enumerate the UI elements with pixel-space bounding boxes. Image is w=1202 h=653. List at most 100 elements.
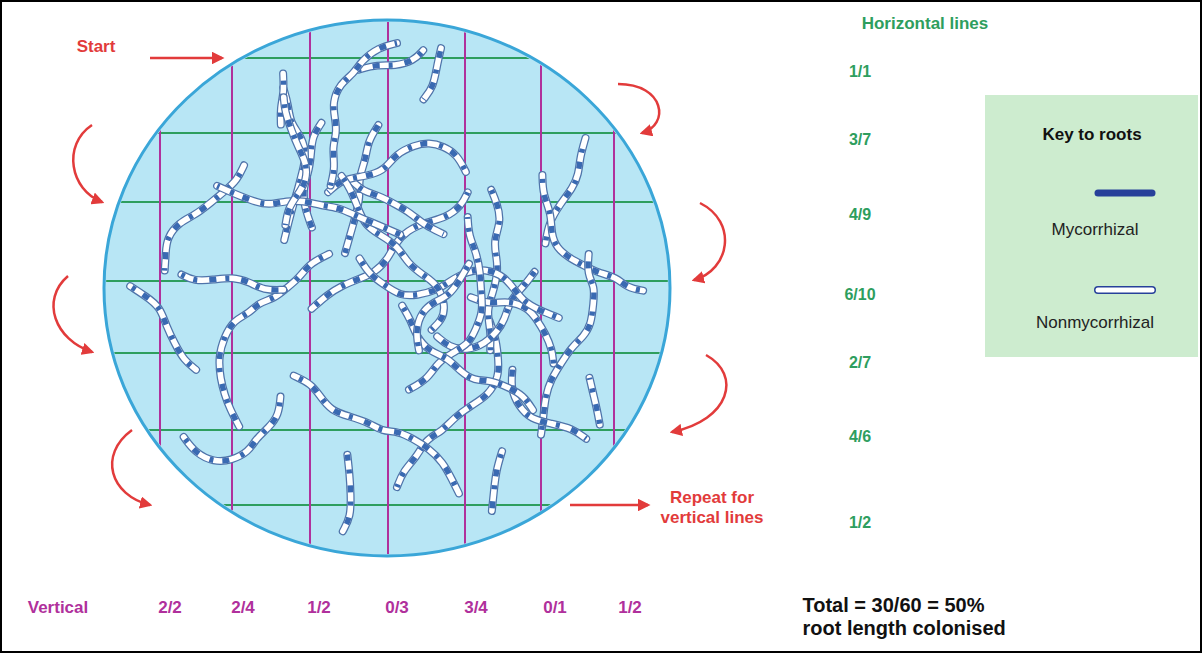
vertical-gridline: [613, 15, 615, 560]
root: [409, 217, 482, 390]
legend-panel: [985, 95, 1198, 357]
root-body: [423, 48, 441, 99]
root: [343, 455, 351, 532]
count-fraction: 1/2: [307, 598, 331, 618]
root-colonised-segments: [492, 451, 502, 511]
count-fraction: 1/2: [618, 598, 642, 618]
mycorrhizal-swatch: [1098, 190, 1152, 197]
root-colonised-segments: [589, 378, 599, 425]
root-colonised-segments: [284, 97, 307, 225]
nonmycorrhizal-swatch-outline: [1098, 286, 1152, 294]
count-fraction: 4/6: [849, 428, 871, 446]
turn-arrow: [672, 355, 726, 432]
legend-entry: Mycorrhizal: [1052, 220, 1139, 240]
root-outline: [181, 275, 283, 290]
vertical-gridline: [540, 15, 542, 560]
root-colonised-segments: [409, 217, 482, 390]
root-colonised-segments: [217, 186, 400, 235]
root-colonised-segments: [360, 258, 559, 317]
vertical-gridline: [309, 15, 311, 560]
root-outline: [284, 97, 307, 225]
root-colonised-segments: [130, 286, 196, 370]
root-colonised-segments: [184, 396, 281, 461]
root-outline: [409, 217, 482, 390]
turn-arrow: [694, 203, 725, 280]
start-arrow: [150, 57, 222, 60]
result-total: Total = 30/60 = 50% root length colonise…: [803, 594, 1018, 640]
root-colonised-segments: [423, 48, 441, 99]
count-fraction: 1/1: [849, 63, 871, 81]
root: [217, 186, 400, 235]
root: [423, 48, 441, 99]
count-fraction: 6/10: [844, 286, 875, 304]
count-fraction: 3/7: [849, 131, 871, 149]
root: [512, 370, 586, 439]
root-colonised-segments: [181, 275, 283, 290]
root-outline: [423, 48, 441, 99]
root-colonised-segments: [294, 376, 459, 494]
start-label: Start: [77, 37, 116, 57]
legend-heading: Key to roots: [1042, 125, 1141, 145]
root-body: [331, 43, 397, 185]
root: [360, 258, 559, 317]
root-outline: [492, 451, 502, 511]
root-body: [409, 217, 482, 390]
root-body: [130, 286, 196, 370]
root-outline: [512, 370, 586, 439]
count-fraction: 4/9: [849, 206, 871, 224]
axis-heading: Vertical: [28, 598, 89, 618]
root-body: [417, 264, 469, 351]
nonmycorrhizal-swatch: [1098, 288, 1152, 293]
root-colonised-segments: [417, 264, 469, 351]
root-body: [165, 165, 244, 270]
root-colonised-segments: [343, 455, 351, 532]
turn-arrow: [53, 276, 92, 352]
root: [331, 43, 397, 185]
root-outline: [331, 43, 397, 185]
root: [284, 97, 307, 225]
turn-arrow: [73, 125, 102, 202]
root: [589, 378, 599, 425]
root-body: [343, 455, 351, 532]
vertical-gridline: [464, 15, 466, 560]
count-fraction: 0/3: [385, 598, 409, 618]
root-outline: [589, 378, 599, 425]
count-fraction: 1/2: [849, 514, 871, 532]
count-fraction: 3/4: [464, 598, 488, 618]
root: [492, 451, 502, 511]
root-colonised-segments: [165, 165, 244, 270]
root: [417, 264, 469, 351]
turn-arrow: [618, 84, 659, 133]
repeat-arrow: [570, 504, 648, 507]
count-fraction: 2/4: [231, 598, 255, 618]
roots: [130, 43, 643, 531]
root-body: [217, 186, 400, 235]
root-outline: [360, 258, 559, 317]
root-body: [284, 97, 307, 225]
root: [181, 275, 283, 290]
root-outline: [417, 264, 469, 351]
root-body: [184, 396, 281, 461]
root-outline: [130, 286, 196, 370]
root: [294, 376, 459, 494]
root-body: [360, 258, 559, 317]
root-body: [512, 370, 586, 439]
vertical-gridline: [231, 15, 233, 560]
root-body: [181, 275, 283, 290]
root: [184, 396, 281, 461]
root-outline: [217, 186, 400, 235]
repeat-note: Repeat for vertical lines: [656, 488, 768, 527]
root: [165, 165, 244, 270]
root-colonised-segments: [512, 370, 586, 439]
root-body: [294, 376, 459, 494]
root-outline: [165, 165, 244, 270]
vertical-gridline: [159, 15, 161, 560]
count-fraction: 0/1: [543, 598, 567, 618]
count-fraction: 2/7: [849, 354, 871, 372]
count-fraction: 2/2: [158, 598, 182, 618]
axis-heading: Horizontal lines: [862, 14, 989, 34]
scan-arrows: [53, 58, 726, 505]
turn-arrow: [112, 430, 150, 505]
